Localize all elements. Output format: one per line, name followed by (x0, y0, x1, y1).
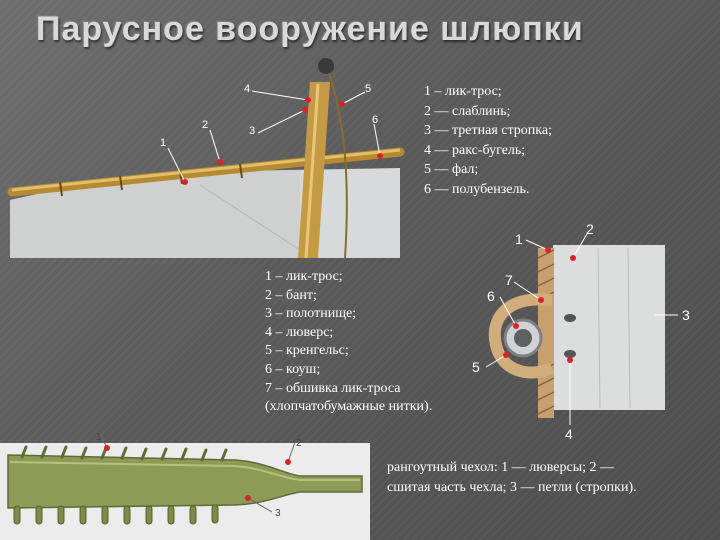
callout-mid-5: 5 (472, 359, 480, 375)
callout-top-5: 5 (365, 83, 371, 95)
halyard-rope (327, 69, 348, 259)
yard (7, 147, 405, 197)
seam-2 (627, 247, 631, 409)
legend-boltrope-item: 4 – люверс; (265, 324, 334, 340)
bolt-rope-twist (537, 249, 555, 415)
cover-loops (13, 504, 219, 525)
legend-rigging-item: 1 – лик-трос; (424, 84, 502, 99)
callout-mid-3: 3 (682, 307, 690, 323)
callout-markers-mid (503, 247, 576, 363)
callout-top-4: 4 (244, 83, 250, 95)
thimble-hole (514, 329, 532, 347)
sail-shadow (10, 170, 300, 258)
mast-highlight (304, 83, 320, 259)
figure-yard-sail: 1 2 3 4 5 6 (7, 58, 405, 259)
spar-cover (7, 454, 363, 509)
callout-mid-7: 7 (505, 272, 513, 288)
mast (298, 82, 330, 258)
legend-boltrope-item: 1 – лик-трос; (265, 269, 343, 284)
legend-boltrope-item: 7 – обшивка лик-троса (265, 380, 401, 396)
cover-highlight (9, 461, 360, 481)
legend-boltrope: 1 – лик-трос; 2 – бант; 3 – полотнище; 4… (265, 268, 432, 417)
legend-rigging-item: 3 — третная стропка; (424, 123, 552, 138)
legend-rigging: 1 – лик-трос; 2 — слаблинь; 3 — третная … (424, 82, 552, 199)
legend-spar-cover-line: рангоутный чехол: 1 — люверсы; 2 — (387, 460, 615, 475)
mast-head-block (318, 58, 334, 74)
callout-top-2: 2 (202, 119, 208, 131)
grommet-2 (564, 350, 576, 358)
legend-rigging-item: 2 — слаблинь; (424, 103, 511, 119)
callout-lines-mid (485, 231, 678, 425)
legend-spar-cover: рангоутный чехол: 1 — люверсы; 2 — сшита… (387, 458, 637, 498)
callout-bottom-2: 2 (296, 438, 302, 449)
callout-markers-top (182, 97, 383, 185)
legend-boltrope-item: (хлопчатобумажные нитки). (265, 399, 433, 415)
cringle (488, 293, 555, 379)
seam-1 (597, 247, 601, 409)
legend-spar-cover-line: сшитая часть чехла; 3 — петли (стропки). (387, 480, 637, 495)
legend-boltrope-item: 5 – кренгельс; (265, 343, 349, 359)
yard-lashings (59, 163, 243, 197)
page-title: Парусное вооружение шлюпки (36, 10, 584, 48)
callout-top-1: 1 (160, 137, 166, 149)
sail-seam (199, 184, 301, 251)
legend-boltrope-item: 3 – полотнище; (265, 306, 357, 322)
canvas-panel (553, 245, 665, 410)
legend-rigging-item: 4 — ракс-бугель; (424, 142, 526, 158)
figure-boltrope-detail: 1 2 3 4 5 6 7 (472, 221, 690, 442)
callout-mid-1: 1 (515, 231, 523, 247)
callout-bottom-3: 3 (275, 508, 281, 519)
callout-mid-4: 4 (565, 426, 573, 442)
legend-rigging-item: 5 — фал; (424, 162, 479, 177)
legend-boltrope-item: 6 – коуш; (265, 361, 321, 377)
legend-rigging-item: 6 — полубензель. (424, 181, 530, 197)
callout-lines-top (167, 90, 381, 183)
figure-spar-cover: 1 2 3 (0, 432, 370, 540)
callout-mid-2: 2 (586, 221, 594, 237)
callout-markers-bottom (104, 445, 291, 501)
grommet-1 (564, 314, 576, 322)
callout-top-3: 3 (249, 125, 255, 137)
callout-top-6: 6 (372, 114, 378, 126)
callout-mid-6: 6 (487, 288, 495, 304)
yard-highlight (11, 148, 401, 192)
callout-bottom-1: 1 (96, 432, 102, 443)
legend-boltrope-item: 2 – бант; (265, 287, 317, 303)
